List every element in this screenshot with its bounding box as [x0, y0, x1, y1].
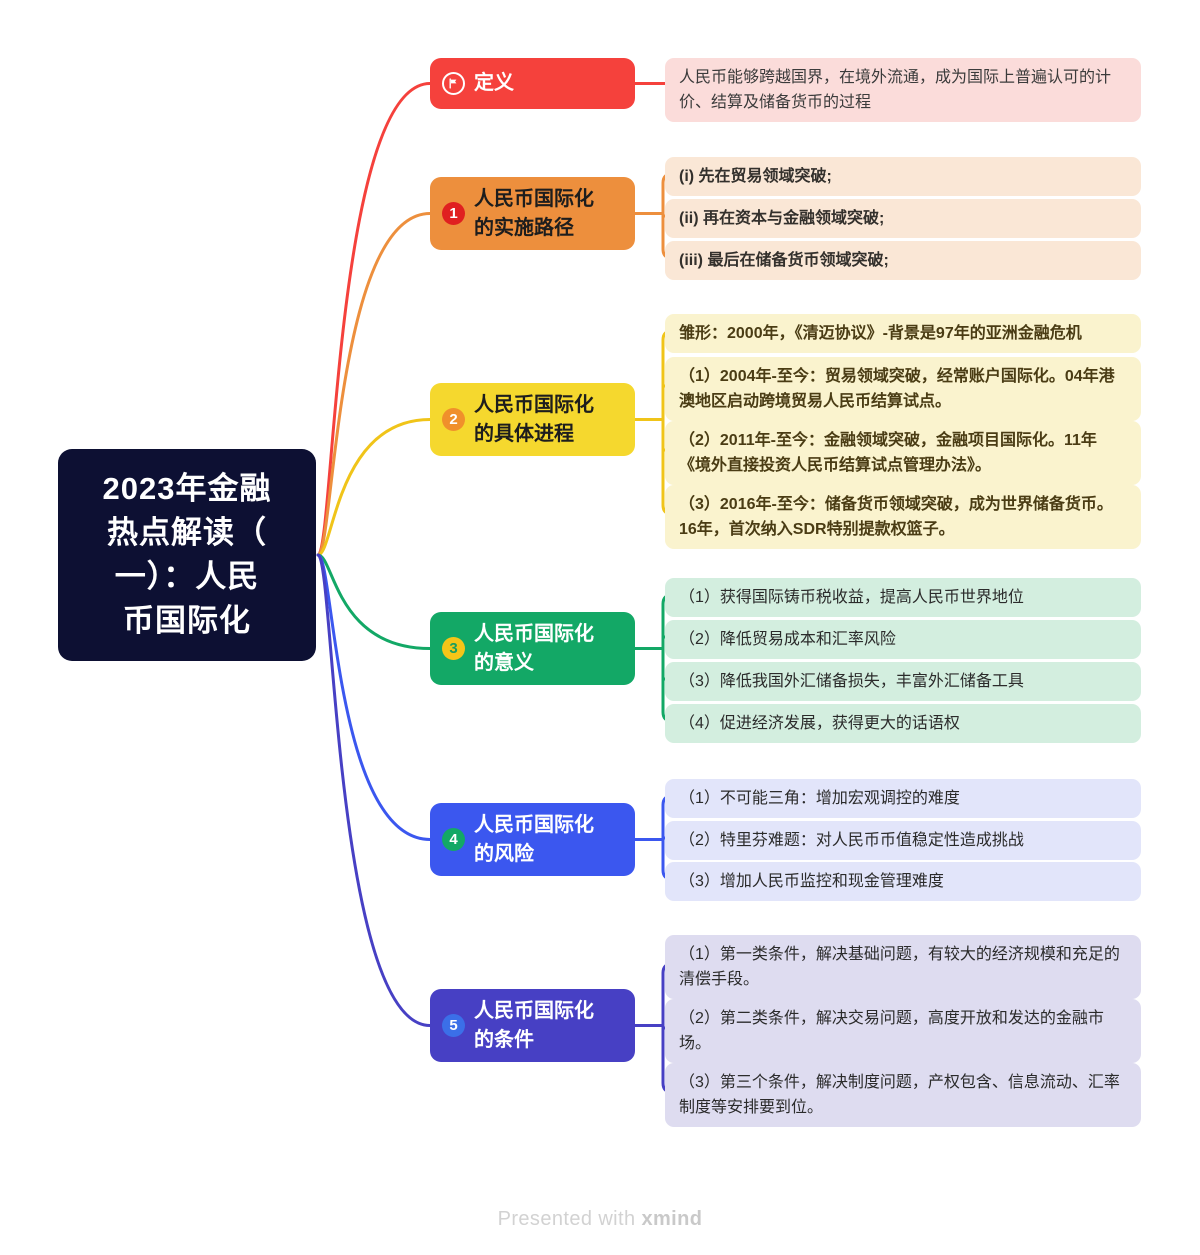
leaf-node[interactable]: （2）2011年-至今：金融领域突破，金融项目国际化。11年《境外直接投资人民币… — [665, 421, 1141, 485]
leaf-node-label: （3）2016年-至今：储备货币领域突破，成为世界储备货币。16年，首次纳入SD… — [679, 496, 1113, 538]
branch-node-label: 人民币国际化 的风险 — [474, 813, 594, 865]
leaf-node-label: （2）降低贸易成本和汇率风险 — [679, 631, 896, 648]
leaf-node-label: （4）促进经济发展，获得更大的话语权 — [679, 715, 960, 732]
leaf-node[interactable]: （3）增加人民币监控和现金管理难度 — [665, 862, 1141, 901]
leaf-node[interactable]: 雏形：2000年，《清迈协议》-背景是97年的亚洲金融危机 — [665, 314, 1141, 353]
leaf-node[interactable]: (iii) 最后在储备货币领域突破; — [665, 241, 1141, 280]
branch-node-significance[interactable]: 3 人民币国际化 的意义 — [430, 612, 635, 685]
watermark: Presented with xmind — [0, 1208, 1200, 1231]
branch-node-conditions[interactable]: 5 人民币国际化 的条件 — [430, 989, 635, 1062]
leaf-node-label: （1）获得国际铸币税收益，提高人民币世界地位 — [679, 589, 1024, 606]
leaf-node[interactable]: （2）特里芬难题：对人民币币值稳定性造成挑战 — [665, 821, 1141, 860]
leaf-node[interactable]: （2）降低贸易成本和汇率风险 — [665, 620, 1141, 659]
leaf-node[interactable]: （2）第二类条件，解决交易问题，高度开放和发达的金融市场。 — [665, 999, 1141, 1063]
leaf-node-label: (ii) 再在资本与金融领域突破; — [679, 210, 885, 227]
leaf-node-label: （2）特里芬难题：对人民币币值稳定性造成挑战 — [679, 832, 1024, 849]
root-node-label: 2023年金融 热点解读（ 一）：人民 币国际化 — [102, 471, 272, 638]
branch-node-label: 人民币国际化 的实施路径 — [474, 187, 594, 239]
watermark-prefix: Presented with — [497, 1208, 642, 1230]
leaf-node[interactable]: （3）降低我国外汇储备损失，丰富外汇储备工具 — [665, 662, 1141, 701]
leaf-node-label: 人民币能够跨越国界，在境外流通，成为国际上普遍认可的计价、结算及储备货币的过程 — [679, 69, 1112, 111]
leaf-node[interactable]: （3）第三个条件，解决制度问题，产权包含、信息流动、汇率制度等安排要到位。 — [665, 1063, 1141, 1127]
branch-node-label: 人民币国际化 的条件 — [474, 999, 594, 1051]
leaf-node-label: (iii) 最后在储备货币领域突破; — [679, 252, 889, 269]
leaf-node[interactable]: （1）2004年-至今：贸易领域突破，经常账户国际化。04年港澳地区启动跨境贸易… — [665, 357, 1141, 421]
leaf-node-label: （1）2004年-至今：贸易领域突破，经常账户国际化。04年港澳地区启动跨境贸易… — [679, 368, 1115, 410]
leaf-node-label: （2）第二类条件，解决交易问题，高度开放和发达的金融市场。 — [679, 1010, 1104, 1052]
leaf-node-label: （3）增加人民币监控和现金管理难度 — [679, 873, 944, 890]
leaf-node[interactable]: （1）第一类条件，解决基础问题，有较大的经济规模和充足的清偿手段。 — [665, 935, 1141, 999]
number-badge-4: 4 — [442, 828, 465, 851]
branch-node-label: 人民币国际化 的具体进程 — [474, 393, 594, 445]
leaf-node[interactable]: (i) 先在贸易领域突破; — [665, 157, 1141, 196]
leaf-node[interactable]: （4）促进经济发展，获得更大的话语权 — [665, 704, 1141, 743]
watermark-brand: xmind — [641, 1208, 703, 1230]
leaf-node-label: （1）第一类条件，解决基础问题，有较大的经济规模和充足的清偿手段。 — [679, 946, 1120, 988]
leaf-node-label: (i) 先在贸易领域突破; — [679, 168, 832, 185]
branch-node-label: 人民币国际化 的意义 — [474, 622, 594, 674]
branch-node-implementation-path[interactable]: 1 人民币国际化 的实施路径 — [430, 177, 635, 250]
leaf-node-label: 雏形：2000年，《清迈协议》-背景是97年的亚洲金融危机 — [679, 325, 1082, 342]
leaf-node[interactable]: (ii) 再在资本与金融领域突破; — [665, 199, 1141, 238]
branch-node-specific-process[interactable]: 2 人民币国际化 的具体进程 — [430, 383, 635, 456]
leaf-node-label: （3）降低我国外汇储备损失，丰富外汇储备工具 — [679, 673, 1024, 690]
branch-node-risk[interactable]: 4 人民币国际化 的风险 — [430, 803, 635, 876]
leaf-node[interactable]: （1）获得国际铸币税收益，提高人民币世界地位 — [665, 578, 1141, 617]
branch-node-label: 定义 — [474, 72, 514, 94]
leaf-node[interactable]: （1）不可能三角：增加宏观调控的难度 — [665, 779, 1141, 818]
leaf-node-label: （3）第三个条件，解决制度问题，产权包含、信息流动、汇率制度等安排要到位。 — [679, 1074, 1120, 1116]
leaf-node-label: （1）不可能三角：增加宏观调控的难度 — [679, 790, 960, 807]
root-node[interactable]: 2023年金融 热点解读（ 一）：人民 币国际化 — [58, 449, 316, 661]
number-badge-2: 2 — [442, 408, 465, 431]
flag-icon — [442, 72, 465, 95]
number-badge-5: 5 — [442, 1014, 465, 1037]
leaf-node-label: （2）2011年-至今：金融领域突破，金融项目国际化。11年《境外直接投资人民币… — [679, 432, 1097, 474]
number-badge-1: 1 — [442, 202, 465, 225]
number-badge-3: 3 — [442, 637, 465, 660]
leaf-node[interactable]: 人民币能够跨越国界，在境外流通，成为国际上普遍认可的计价、结算及储备货币的过程 — [665, 58, 1141, 122]
leaf-node[interactable]: （3）2016年-至今：储备货币领域突破，成为世界储备货币。16年，首次纳入SD… — [665, 485, 1141, 549]
branch-node-definition[interactable]: 定义 — [430, 58, 635, 109]
